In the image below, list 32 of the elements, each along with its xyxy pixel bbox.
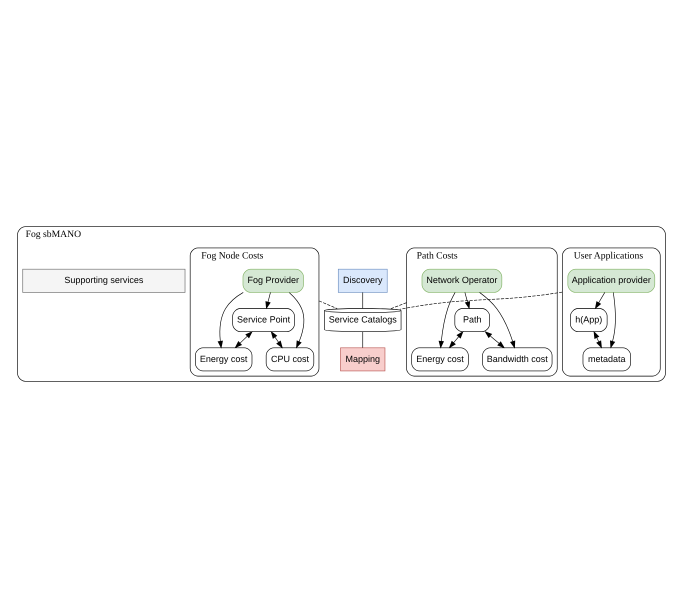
arrow bbox=[484, 331, 505, 348]
node-box: Mapping bbox=[340, 347, 386, 372]
node-box: Service Point bbox=[232, 308, 295, 332]
arrow bbox=[265, 292, 271, 310]
node-box: Bandwidth cost bbox=[482, 347, 552, 372]
node-box: Energy cost bbox=[411, 347, 469, 372]
node-box: Path bbox=[454, 308, 490, 332]
arrow bbox=[479, 292, 516, 349]
node-box: Discovery bbox=[338, 268, 388, 293]
arrow bbox=[218, 292, 244, 349]
node-box: Supporting services bbox=[22, 268, 186, 293]
node-box: Network Operator bbox=[422, 268, 502, 293]
connector bbox=[399, 292, 563, 310]
arrow bbox=[594, 330, 602, 349]
arrow bbox=[464, 292, 470, 310]
connector bbox=[318, 300, 338, 309]
node-box: metadata bbox=[582, 347, 631, 372]
connector bbox=[390, 302, 407, 310]
connector bbox=[362, 292, 364, 309]
connector bbox=[362, 331, 364, 348]
node-box: h(App) bbox=[570, 308, 608, 332]
node-box: CPU cost bbox=[266, 347, 314, 372]
arrow bbox=[270, 330, 283, 348]
node-box: Application provider bbox=[568, 268, 656, 293]
arrow bbox=[288, 292, 304, 348]
arrow bbox=[594, 292, 606, 310]
node-box: Energy cost bbox=[195, 347, 252, 372]
arrow bbox=[438, 292, 456, 349]
arrow bbox=[234, 331, 253, 348]
arrow bbox=[610, 292, 616, 348]
node-box: Fog Provider bbox=[242, 268, 304, 293]
arrow bbox=[448, 331, 464, 348]
